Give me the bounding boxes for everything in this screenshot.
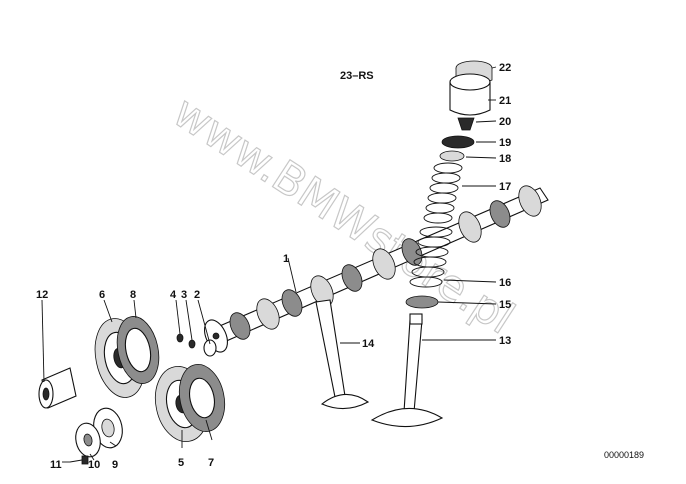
valve-keeper-20 — [457, 117, 475, 131]
callout-3: 3 — [181, 289, 187, 301]
callout-6: 6 — [99, 289, 105, 301]
hub-12 — [38, 367, 77, 409]
spring-retainer-19 — [441, 135, 475, 149]
callout-18: 18 — [499, 153, 511, 165]
callout-labels: 1 2 3 4 5 6 7 8 9 10 11 12 13 14 15 16 1… — [36, 62, 511, 471]
callout-7: 7 — [208, 457, 214, 469]
callout-11: 11 — [50, 459, 62, 471]
callout-8: 8 — [130, 289, 136, 301]
reference-number: 00000189 — [604, 450, 644, 460]
seal-18 — [439, 150, 465, 162]
callout-21: 21 — [499, 95, 511, 107]
callout-2: 2 — [194, 289, 200, 301]
intake-valve-14 — [315, 299, 370, 410]
outer-spring-17 — [423, 162, 463, 224]
callout-1: 1 — [283, 253, 289, 265]
callout-15: 15 — [499, 299, 511, 311]
dowel-3-4 — [176, 333, 196, 349]
washer-10 — [75, 422, 101, 458]
leader-lines — [41, 66, 497, 463]
sprocket-7 — [178, 364, 226, 432]
callout-20: 20 — [499, 116, 511, 128]
callout-19: 19 — [499, 137, 511, 149]
callout-22: 22 — [499, 62, 511, 74]
callout-16: 16 — [499, 277, 511, 289]
sprocket-8 — [116, 316, 160, 384]
exhaust-valve-13 — [370, 313, 444, 428]
callout-5: 5 — [178, 457, 184, 469]
bolt-11 — [69, 455, 89, 465]
callout-10: 10 — [88, 459, 100, 471]
flange-9 — [93, 407, 123, 449]
group-title: 23–RS — [340, 70, 374, 82]
callout-13: 13 — [499, 335, 511, 347]
spring-seat-15 — [405, 295, 439, 309]
callout-9: 9 — [112, 459, 118, 471]
ring-2 — [203, 339, 217, 357]
tappet-21 — [449, 73, 491, 116]
callout-17: 17 — [499, 181, 511, 193]
callout-4: 4 — [170, 289, 177, 301]
callout-12: 12 — [36, 289, 48, 301]
inner-spring-16 — [409, 226, 453, 288]
callout-14: 14 — [362, 338, 375, 350]
